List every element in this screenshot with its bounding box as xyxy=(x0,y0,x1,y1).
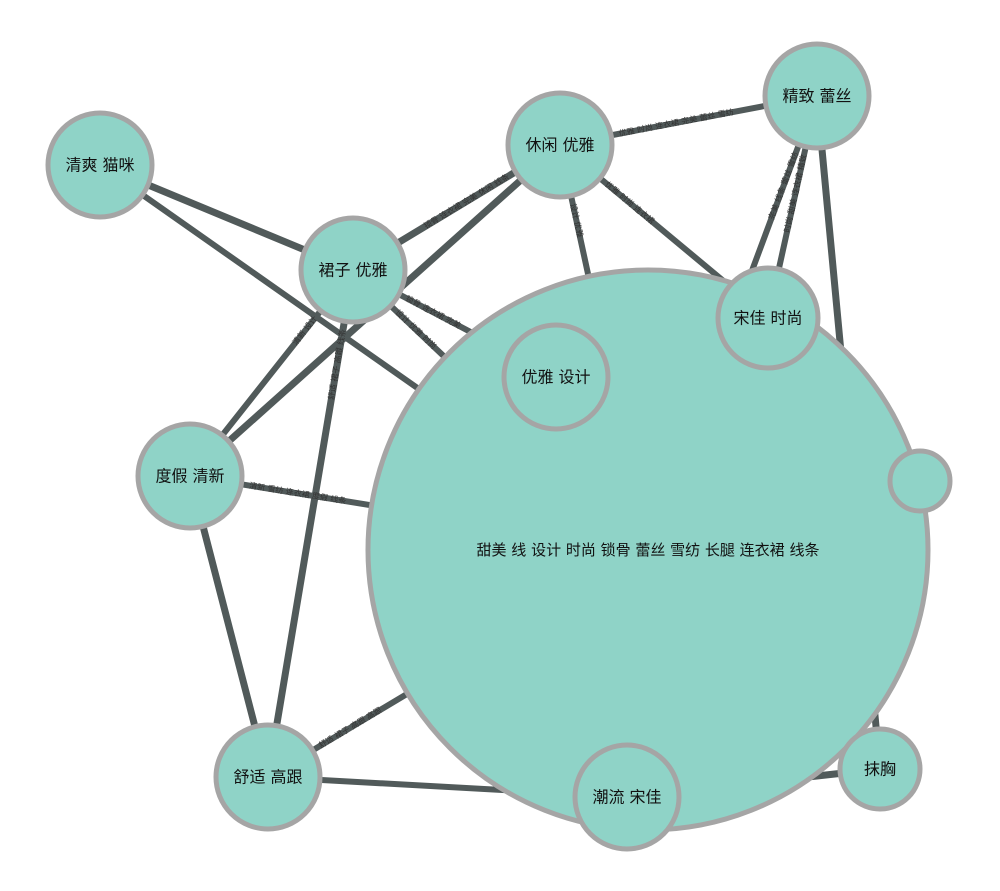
node-label: 优雅 设计 xyxy=(521,368,590,387)
node-label: 抹胸 xyxy=(864,760,896,779)
node-circle[interactable] xyxy=(887,448,953,514)
node-label: 裙子 优雅 xyxy=(318,261,387,280)
node-label: 休闲 优雅 xyxy=(525,136,594,155)
node-circle[interactable] xyxy=(715,265,821,371)
node-rt[interactable] xyxy=(887,448,953,514)
node-qs[interactable]: 清爽 猫咪 xyxy=(45,110,155,220)
node-circle[interactable] xyxy=(572,742,682,852)
node-circle[interactable] xyxy=(213,722,323,832)
edge-label: 清新 设计 xyxy=(290,314,319,347)
node-label: 清爽 猫咪 xyxy=(65,156,134,175)
edge-label: 优雅 时尚 连衣裙 完美 蕾丝 雪纺 xyxy=(618,107,735,139)
node-yy[interactable]: 优雅 设计 xyxy=(501,322,611,432)
node-qz[interactable]: 裙子 优雅 xyxy=(298,215,408,325)
node-jz[interactable]: 精致 蕾丝 xyxy=(762,41,872,151)
node-ss[interactable]: 舒适 高跟 xyxy=(213,722,323,832)
node-circle[interactable] xyxy=(135,421,245,531)
node-circle[interactable] xyxy=(298,215,408,325)
edge-line xyxy=(264,266,357,781)
node-mx[interactable]: 抹胸 xyxy=(837,726,923,812)
node-circle[interactable] xyxy=(45,110,155,220)
node-circle[interactable] xyxy=(501,322,611,432)
edge-label: 舒适 裙子 高跟 线条 xyxy=(326,328,348,400)
node-label: 精致 蕾丝 xyxy=(782,87,851,106)
edge-label: 舒适 裙子 高跟 高跟 xyxy=(317,705,384,750)
node-circle[interactable] xyxy=(837,726,923,812)
node-circle[interactable] xyxy=(505,90,615,200)
edge-qz-ss: 舒适 裙子 高跟 线条 xyxy=(264,266,357,781)
edge-label: 设计 优雅 xyxy=(568,202,585,238)
edge-label: 优雅 时尚 连衣裙 xyxy=(603,179,656,226)
node-big[interactable]: 甜美 线 设计 时尚 锁骨 蕾丝 雪纺 长腿 连衣裙 线条 xyxy=(365,267,931,833)
node-dj[interactable]: 度假 清新 xyxy=(135,421,245,531)
node-cl[interactable]: 潮流 宋佳 xyxy=(572,742,682,852)
node-label: 度假 清新 xyxy=(155,467,224,486)
node-xx[interactable]: 休闲 优雅 xyxy=(505,90,615,200)
node-label: 舒适 高跟 xyxy=(233,768,302,787)
node-label: 甜美 线 设计 时尚 锁骨 蕾丝 雪纺 长腿 连衣裙 线条 xyxy=(477,541,820,559)
node-circle[interactable] xyxy=(762,41,872,151)
node-label: 宋佳 时尚 xyxy=(733,309,802,328)
node-sj[interactable]: 宋佳 时尚 xyxy=(715,265,821,371)
edge-label: 清新 雪纺 连衣裙 度假 线条 xyxy=(249,480,348,506)
node-label: 潮流 宋佳 xyxy=(592,788,661,807)
nodes-layer: 甜美 线 设计 时尚 锁骨 蕾丝 雪纺 长腿 连衣裙 线条 清爽 猫咪 休闲 优雅 精… xyxy=(45,41,953,852)
